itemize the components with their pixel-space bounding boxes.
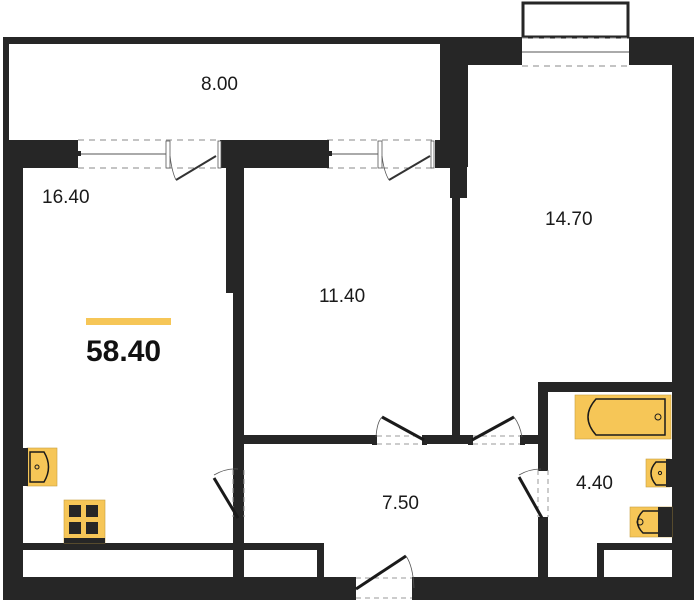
- door-kitchen-hall: [212, 466, 245, 522]
- total-area-accent-bar: [86, 318, 171, 325]
- room-area-bedroom-2: 14.70: [545, 209, 593, 230]
- wall-outer-bottom-right: [415, 577, 694, 600]
- balcony-door-left: [74, 139, 222, 181]
- door-bedroom2-hall: [468, 415, 525, 445]
- wall-bottom-shelf: [16, 543, 324, 550]
- room-area-balcony: 8.00: [201, 74, 238, 95]
- room-area-bathroom: 4.40: [576, 473, 613, 494]
- balcony-door-mid: [325, 139, 435, 181]
- room-area-bedroom: 11.40: [319, 286, 366, 307]
- wall-pillar: [440, 37, 468, 167]
- toilet-icon: [629, 506, 673, 538]
- wall-outer-left-balcony: [3, 37, 9, 141]
- door-bathroom: [517, 466, 549, 522]
- entrance-door: [352, 554, 416, 600]
- wall-outer-bottom-left: [3, 577, 353, 600]
- washbasin-icon: [645, 458, 672, 488]
- wall-bedroom-bottom-a: [233, 435, 373, 444]
- wall-outer-top-left: [3, 37, 220, 44]
- wall-outer-left: [3, 160, 23, 600]
- wall-outer-top-mid: [220, 37, 460, 44]
- wall-bathroom-shelf-side: [597, 543, 604, 590]
- wall-bathroom-left-lower: [538, 518, 548, 600]
- sink-icon: [23, 447, 58, 487]
- wall-bedroom-bottom-b: [425, 435, 470, 444]
- wall-bedroom-bottom-c: [523, 435, 546, 444]
- stove-icon: [63, 499, 106, 544]
- wall-bathroom-top: [538, 382, 678, 392]
- wall-bathroom-left-upper: [538, 382, 548, 466]
- wall-outer-right: [672, 37, 694, 597]
- wall-kitchen-bedroom-lower: [233, 160, 244, 600]
- room-area-kitchen-living: 16.40: [42, 187, 90, 208]
- bathtub-icon: [574, 394, 672, 440]
- door-bedroom-hall: [372, 415, 427, 445]
- wall-bedroom-divider: [452, 160, 460, 442]
- wall-bathroom-shelf: [597, 543, 677, 550]
- wall-hall-left-lower: [233, 520, 244, 600]
- room-area-hallway: 7.50: [382, 493, 419, 514]
- total-area: 58.40: [86, 335, 162, 368]
- window-bay: [518, 1, 633, 67]
- wall-bottom-shelf-side: [317, 543, 324, 590]
